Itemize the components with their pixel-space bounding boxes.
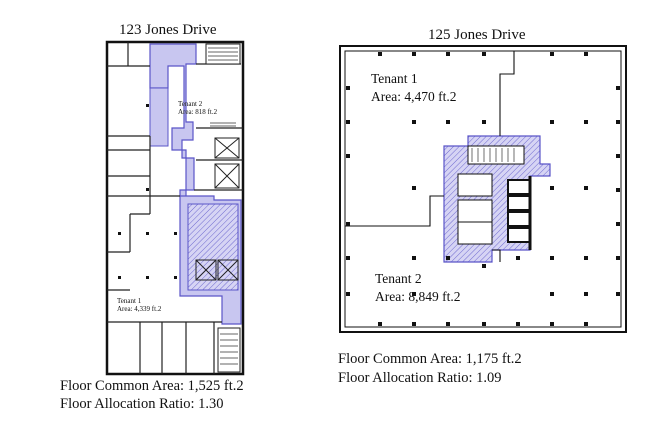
tenant-name: Tenant 2 — [375, 271, 422, 286]
elevator-bank-125 — [507, 179, 531, 243]
plan-125-jones-drive — [339, 45, 627, 333]
tenant-area: Area: 4,339 ft.2 — [117, 305, 162, 313]
tenant-label-125-t2: Tenant 2 Area: 8,849 ft.2 — [375, 270, 460, 306]
tenant-name: Tenant 2 — [178, 100, 203, 108]
tenant-label-123-t1: Tenant 1 Area: 4,339 ft.2 — [117, 297, 161, 313]
common-area-stat-123: Floor Common Area: 1,525 ft.2 — [60, 378, 244, 394]
building-outline-125-inner — [344, 50, 622, 328]
allocation-ratio-stat-123: Floor Allocation Ratio: 1.30 — [60, 396, 224, 412]
core-walls-125 — [457, 145, 525, 245]
stair-top-123 — [205, 43, 241, 65]
tenant-label-125-t1: Tenant 1 Area: 4,470 ft.2 — [371, 70, 456, 106]
tenant-area: Area: 4,470 ft.2 — [371, 89, 457, 104]
allocation-ratio-stat-125: Floor Allocation Ratio: 1.09 — [338, 370, 502, 386]
columns-123 — [118, 104, 177, 279]
tenant-area: Area: 818 ft.2 — [178, 108, 218, 116]
building-outline-123 — [105, 40, 245, 376]
columns-125 — [346, 52, 620, 326]
tenant-area: Area: 8,849 ft.2 — [375, 289, 461, 304]
demising-walls-125 — [345, 51, 515, 262]
elevators-123 — [195, 137, 240, 281]
plan-123-jones-drive — [105, 40, 245, 376]
stair-treads-123 — [208, 47, 238, 127]
common-area-stair-123 — [149, 87, 169, 147]
building-title-123: 123 Jones Drive — [119, 22, 217, 38]
common-area-stat-125: Floor Common Area: 1,175 ft.2 — [338, 351, 522, 367]
stair-bottom-123 — [217, 327, 241, 373]
tenant-label-123-t2: Tenant 2 Area: 818 ft.2 — [178, 100, 217, 116]
stair-treads-125 — [471, 148, 515, 162]
tenant-name: Tenant 1 — [371, 71, 418, 86]
building-title-125: 125 Jones Drive — [428, 27, 526, 43]
building-outline-125-outer — [339, 45, 627, 333]
tenant-name: Tenant 1 — [117, 297, 142, 305]
